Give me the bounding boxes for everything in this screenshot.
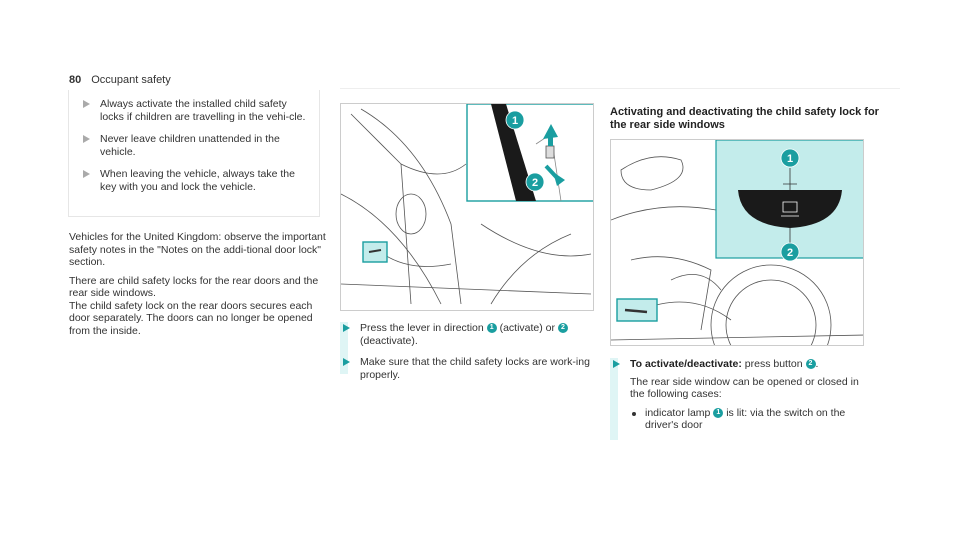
arrow-icon xyxy=(343,358,350,366)
page-header: 80 Occupant safety xyxy=(69,74,171,87)
paragraph: There are child safety locks for the rea… xyxy=(69,274,319,300)
warning-text: Always activate the installed child safe… xyxy=(100,98,306,123)
arrow-icon xyxy=(83,135,90,143)
bullet-text: is lit: via the switch on the driver's d… xyxy=(645,406,846,432)
step-1: Press the lever in direction 1 (activate… xyxy=(340,322,610,347)
bullet-text: indicator lamp xyxy=(645,406,711,419)
callout-2-icon: 2 xyxy=(557,323,568,334)
step-2: Make sure that the child safety locks ar… xyxy=(340,356,610,381)
rear-door-illustration: 1 2 xyxy=(340,103,594,311)
step-bar xyxy=(610,358,618,440)
arrow-icon xyxy=(343,324,350,332)
paragraph: Vehicles for the United Kingdom: observe… xyxy=(69,231,326,268)
bullet-item: indicator lamp 1 is lit: via the switch … xyxy=(630,407,870,432)
callout-2: 2 xyxy=(532,177,538,189)
bullet-icon xyxy=(632,411,636,416)
steps-rear-windows: To activate/deactivate: press button 2. … xyxy=(610,358,880,440)
warning-text: Never leave children unattended in the v… xyxy=(100,133,280,158)
step-bar xyxy=(340,322,348,374)
step-text: (deactivate). xyxy=(360,334,418,347)
arrow-icon xyxy=(613,360,620,368)
step-text: (activate) or xyxy=(499,322,556,334)
section-title: Occupant safety xyxy=(91,74,171,86)
callout-1-icon: 1 xyxy=(713,407,724,418)
paragraph: The rear side window can be opened or cl… xyxy=(630,375,859,401)
section-heading: Activating and deactivating the child sa… xyxy=(610,106,879,131)
page-number: 80 xyxy=(69,74,82,86)
warning-box: Always activate the installed child safe… xyxy=(68,90,320,217)
step-text: Press the lever in direction xyxy=(360,322,484,334)
step-text: Make sure that the child safety locks ar… xyxy=(360,356,590,381)
arrow-icon xyxy=(83,170,90,178)
warning-item: Never leave children unattended in the v… xyxy=(83,133,311,158)
warning-item: Always activate the installed child safe… xyxy=(83,98,311,123)
callout-2: 2 xyxy=(787,247,793,259)
divider xyxy=(340,88,900,89)
step-text: press button xyxy=(744,358,803,370)
warning-text: When leaving the vehicle, always take th… xyxy=(100,168,295,193)
arrow-icon xyxy=(83,100,90,108)
callout-1: 1 xyxy=(512,115,518,127)
callout-1-icon: 1 xyxy=(486,323,497,334)
warning-item: When leaving the vehicle, always take th… xyxy=(83,168,311,193)
window-lock-illustration: 1 2 xyxy=(610,139,864,346)
step-1: To activate/deactivate: press button 2. xyxy=(610,358,880,371)
body-text: Vehicles for the United Kingdom: observe… xyxy=(69,231,329,343)
step-label: To activate/deactivate: xyxy=(630,358,742,370)
paragraph: The child safety lock on the rear doors … xyxy=(69,299,313,337)
callout-1: 1 xyxy=(787,153,793,165)
steps-rear-doors: Press the lever in direction 1 (activate… xyxy=(340,322,610,381)
callout-2-icon: 2 xyxy=(805,359,816,370)
